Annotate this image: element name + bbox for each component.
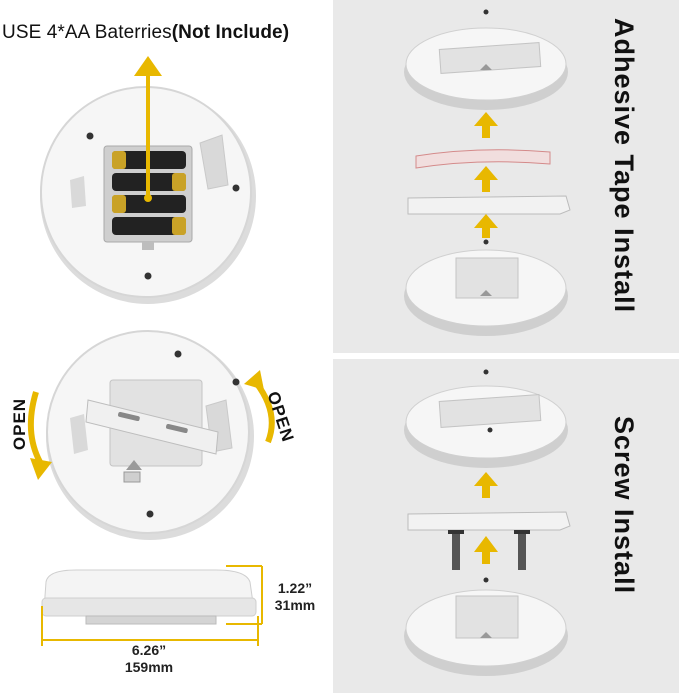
arrow-up-icon [474,166,498,192]
rotate-left-arrowhead-icon [30,458,52,480]
screw-icon [448,530,464,570]
battery-title-main: USE 4*AA Baterries [2,22,172,43]
battery-icon [112,151,186,235]
arrow-up-icon [474,536,498,564]
adhesive-install-label: Adhesive Tape Install [609,18,639,314]
arrow-up-icon [134,56,162,202]
battery-title-bold: (Not Include) [171,22,290,43]
width-dimension-lines [41,606,259,646]
arrow-up-icon [474,472,498,498]
arrow-up-icon [474,112,498,138]
open-label-left: OPEN [10,397,30,451]
height-dimension-label: 1.22” 31mm [266,580,324,614]
screw-install-diagram [404,369,571,676]
arrow-up-icon [474,214,498,238]
width-inches: 6.26” [131,642,167,658]
rotate-right-arrowhead-icon [244,370,264,390]
screw-install-label: Screw Install [609,416,639,595]
device-open-view [27,330,275,540]
install-panel-background [333,0,679,693]
adhesive-install-diagram [404,9,571,336]
height-dimension-lines [226,565,263,625]
adhesive-tape [415,149,551,169]
battery-title: USE 4*AA Baterries(Not Include) [2,22,289,44]
screw-icon [514,530,530,570]
height-inches: 1.22” [277,580,313,596]
device-side-profile [41,565,263,646]
panel-divider [333,353,679,359]
width-dimension-label: 6.26” 159mm [104,642,194,676]
width-mm: 159mm [124,659,174,675]
height-mm: 31mm [274,597,316,613]
device-battery-view [40,56,256,304]
rotate-left-arrow-icon [27,391,43,464]
